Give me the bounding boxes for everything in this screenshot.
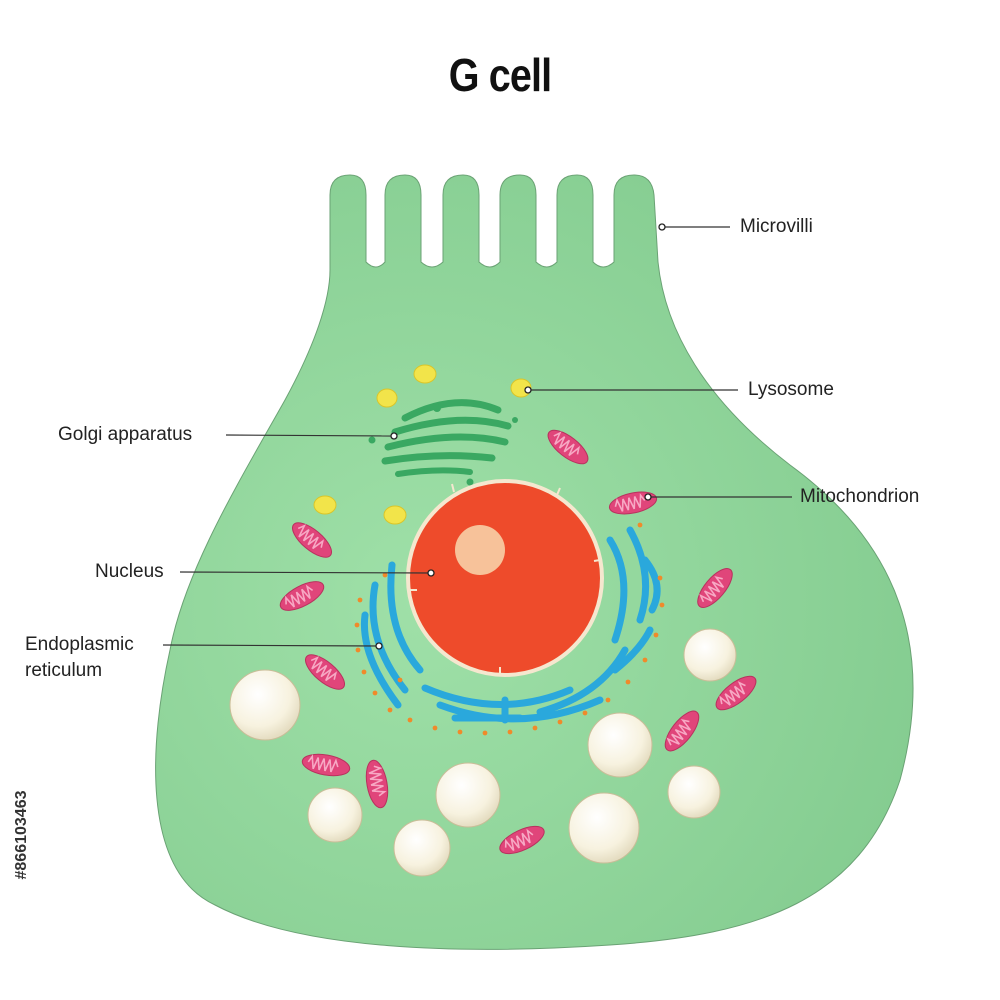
endoplasmic-reticulum xyxy=(360,526,661,724)
nucleus xyxy=(406,479,604,677)
label-lysosome: Lysosome xyxy=(748,379,834,400)
label-microvilli: Microvilli xyxy=(740,216,813,237)
label-golgi-apparatus: Golgi apparatus xyxy=(58,424,193,445)
side-identifier-text: #866103463 xyxy=(13,790,30,880)
ribosomes xyxy=(354,522,665,736)
diagram-title: G cell xyxy=(448,49,552,101)
golgi-apparatus xyxy=(368,399,518,486)
label-endoplasmic-reticulum: Endoplasmic reticulum xyxy=(25,632,134,684)
label-er-line2: reticulum xyxy=(25,660,103,681)
label-er-line1: Endoplasmic xyxy=(25,634,134,655)
lysosomes xyxy=(313,364,532,525)
secretory-vesicles xyxy=(229,628,737,877)
label-nucleus: Nucleus xyxy=(95,561,164,582)
side-identifier: #866103463 xyxy=(4,760,40,910)
leader-lines xyxy=(162,226,792,647)
leader-dots xyxy=(375,223,666,650)
label-mitochondrion: Mitochondrion xyxy=(800,486,920,507)
